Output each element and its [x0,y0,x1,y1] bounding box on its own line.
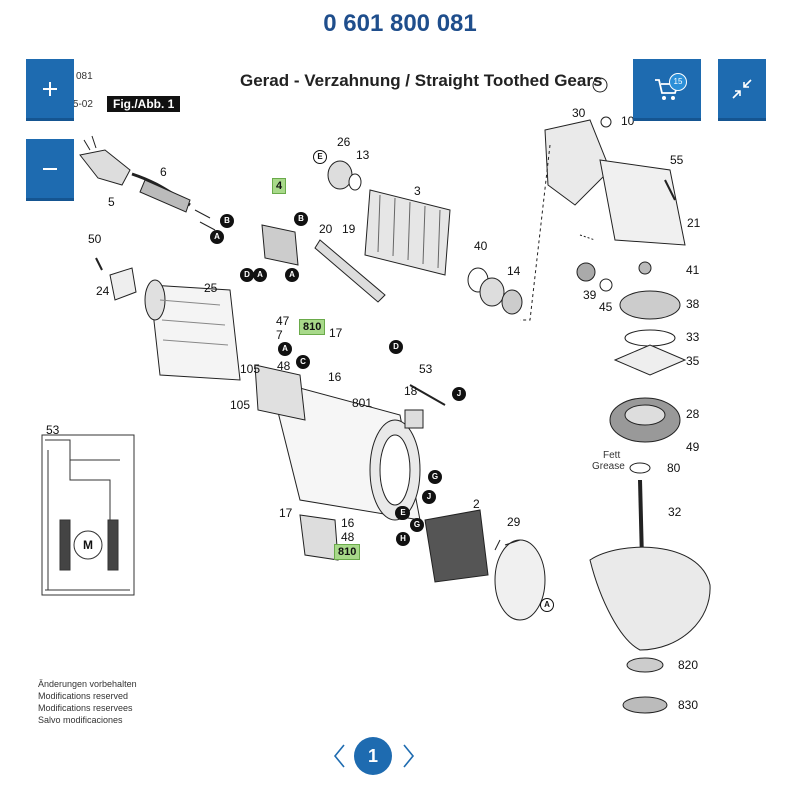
letter-marker: A [210,230,224,244]
diagram-title: Gerad - Verzahnung / Straight Toothed Ge… [240,71,603,90]
part-label: 14 [507,264,521,278]
letter-marker: B [294,212,308,226]
part-label: 20 [319,222,333,236]
part-label: 53 [46,423,60,437]
part-label: 30 [572,106,586,120]
diagram-edge-date: -05-02 [64,99,93,110]
exploded-parts-diagram: M 081 -05-02 [0,55,800,735]
note-line: Änderungen vorbehalten [38,679,137,689]
part-label: 35 [686,354,700,368]
highlighted-part-label[interactable]: 810 [299,319,326,335]
part-label: 41 [686,263,700,277]
part-label: 28 [686,407,700,421]
previous-page-button[interactable] [330,742,350,770]
part-label: 19 [342,222,356,236]
modification-notes: Änderungen vorbehalten Modifications res… [38,678,137,726]
note-line: Modifications reservees [38,703,133,713]
figure-badge: Fig./Abb. 1 [107,96,181,112]
cart-count-badge: 15 [669,73,687,91]
part-label: 24 [96,284,110,298]
part-label: 16 [328,370,342,384]
chevron-right-icon [403,744,415,768]
part-label: 40 [474,239,488,253]
part-label: 10 [621,114,635,128]
part-label: 17 [279,506,293,520]
highlighted-part-label[interactable]: 4 [272,178,287,194]
cart-button[interactable]: 15 [633,59,701,121]
letter-marker: D [389,340,403,354]
letter-marker: E [396,506,410,520]
part-label: 32 [668,505,682,519]
grease-label: Grease [592,461,625,472]
part-label: 25 [204,281,218,295]
svg-text:M: M [83,538,93,552]
part-label: 5 [108,195,115,209]
part-label: 18 [404,384,418,398]
fett-label: Fett [603,450,621,461]
letter-marker: G [428,470,442,484]
part-label: 2 [473,497,480,511]
part-label: 33 [686,330,700,344]
part-label: 55 [670,153,684,167]
part-label: 49 [686,440,700,454]
letter-marker: D [240,268,254,282]
letter-marker: J [422,490,436,504]
part-label: 13 [356,148,370,162]
part-label: 105 [230,398,251,412]
letter-marker: C [296,355,310,369]
diagram-edge-number: 081 [76,71,93,82]
letter-marker: B [220,214,234,228]
letter-marker: A [540,598,554,612]
plus-icon [43,81,57,96]
part-label: 105 [240,362,261,376]
page-title: 0 601 800 081 [323,10,477,37]
letter-marker: A [253,268,267,282]
part-label: 6 [160,165,167,179]
chevron-left-icon [333,744,345,768]
zoom-in-button[interactable] [26,59,74,121]
collapse-button[interactable] [718,59,766,121]
letter-marker: H [396,532,410,546]
letter-marker: E [313,150,327,164]
letter-marker: A [278,342,292,356]
part-label: 53 [419,362,433,376]
part-label: 39 [583,288,597,302]
part-label: 29 [507,515,521,529]
diagram-drawing: M [41,77,711,714]
part-label: 80 [667,461,681,475]
letter-marker: J [452,387,466,401]
part-label: 50 [88,232,102,246]
part-label: 26 [337,135,351,149]
part-label: 21 [687,216,701,230]
collapse-arrows-icon [732,78,752,99]
note-line: Salvo modificaciones [38,715,123,725]
minus-icon [43,167,57,170]
part-label: 820 [678,658,699,672]
note-line: Modifications reserved [38,691,129,701]
part-label: 48 [341,530,355,544]
part-label: 801 [352,396,373,410]
part-label: 47 [276,314,290,328]
letter-marker: A [285,268,299,282]
part-label: 3 [414,184,421,198]
part-label: 830 [678,698,699,712]
part-label: 48 [277,359,291,373]
pagination: 1 [0,736,800,776]
part-label: 17 [329,326,343,340]
part-label: 16 [341,516,355,530]
part-label: 45 [599,300,613,314]
part-label: 38 [686,297,700,311]
zoom-out-button[interactable] [26,139,74,201]
current-page-indicator[interactable]: 1 [354,737,392,775]
letter-marker: G [410,518,424,532]
highlighted-part-label[interactable]: 810 [334,544,361,560]
next-page-button[interactable] [398,742,418,770]
part-label: 7 [276,328,283,342]
